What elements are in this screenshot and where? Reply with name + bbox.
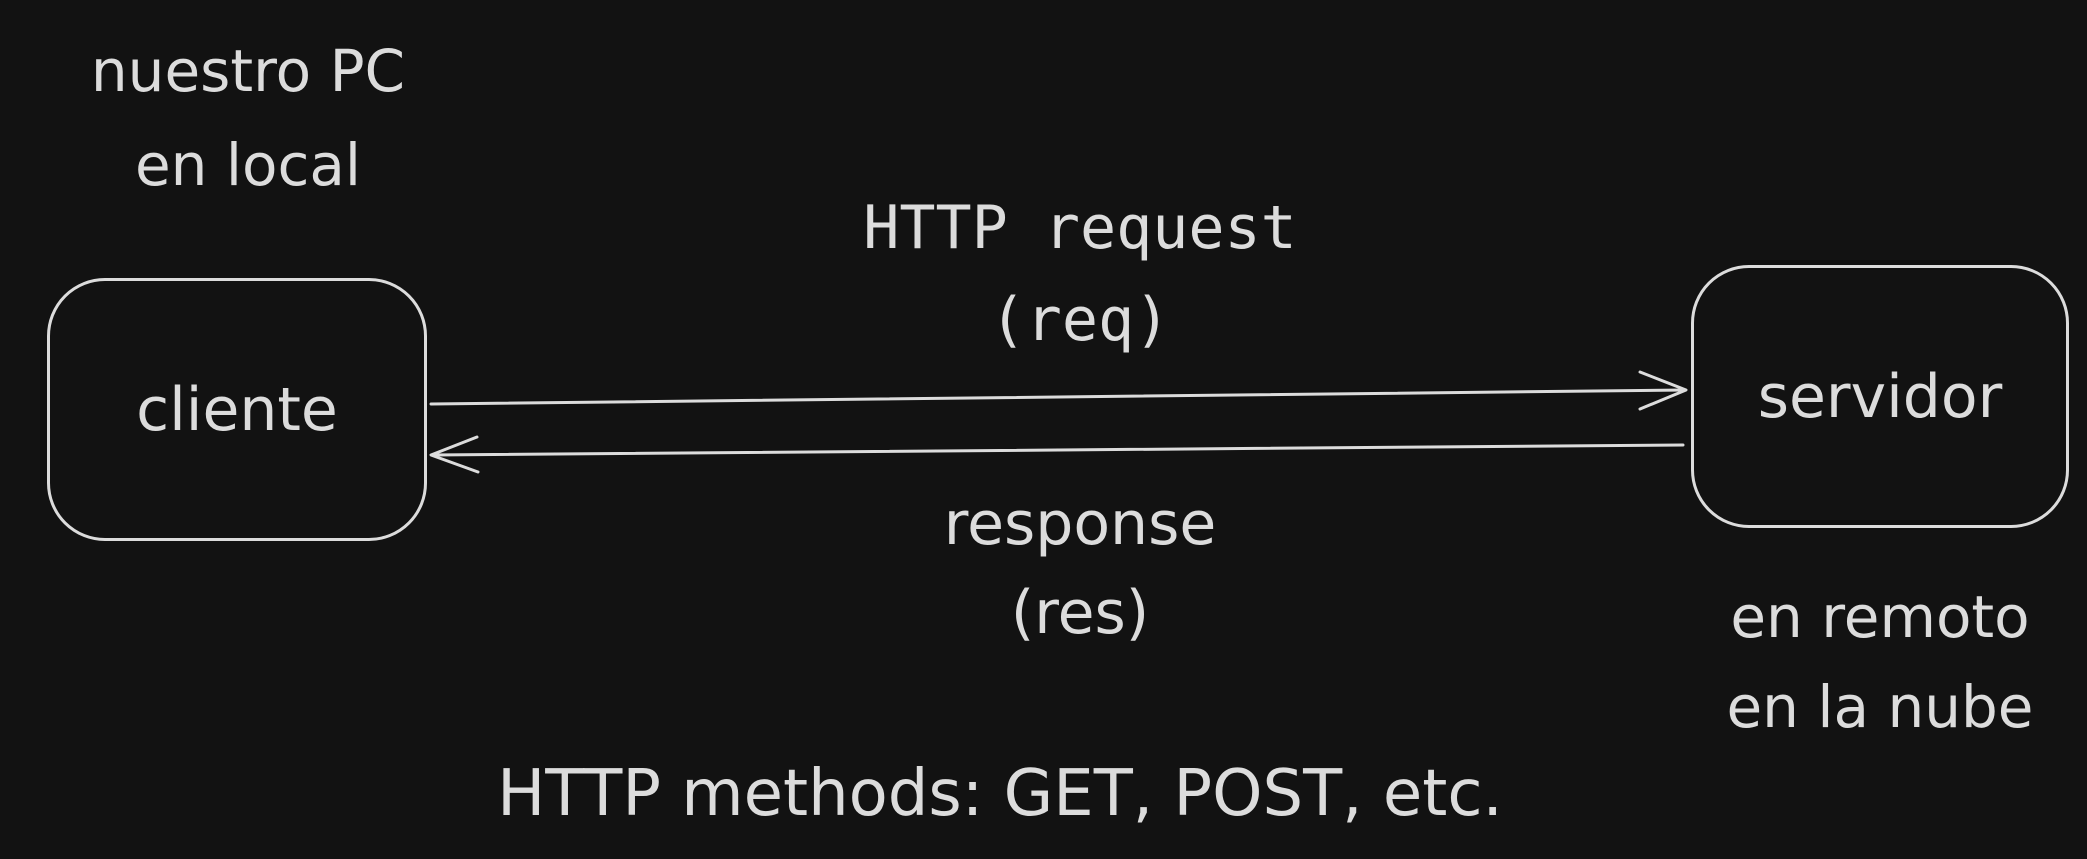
client-box: cliente [47,278,427,541]
server-note-line1: en remoto [1730,583,2030,651]
client-label: cliente [136,374,338,445]
server-label: servidor [1757,361,2003,432]
client-note-line2: en local [134,131,362,199]
request-arrow [429,370,1688,411]
response-arrow [429,435,1685,474]
response-label-line2: (res) [1010,578,1150,648]
server-box: servidor [1691,265,2069,528]
request-label-line2: (req) [989,285,1171,355]
server-note-line2: en la nube [1726,673,2034,741]
response-label-line1: response [943,489,1217,559]
http-methods-caption: HTTP methods: GET, POST, etc. [497,757,1503,831]
client-note-line1: nuestro PC [90,37,406,105]
request-label-line1: HTTP request [863,193,1297,263]
